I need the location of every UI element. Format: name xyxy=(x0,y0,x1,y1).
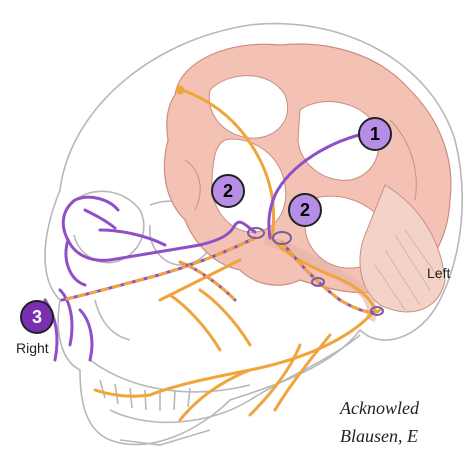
label-right: Right xyxy=(16,340,49,356)
label-left: Left xyxy=(427,265,450,281)
marker-2b: 2 xyxy=(288,193,322,227)
marker-2a: 2 xyxy=(211,174,245,208)
marker-1: 1 xyxy=(358,117,392,151)
acknowledgement-line-2: Blausen, E xyxy=(340,426,418,447)
marker-3: 3 xyxy=(20,300,54,334)
acknowledgement-line-1: Acknowled xyxy=(340,398,419,419)
